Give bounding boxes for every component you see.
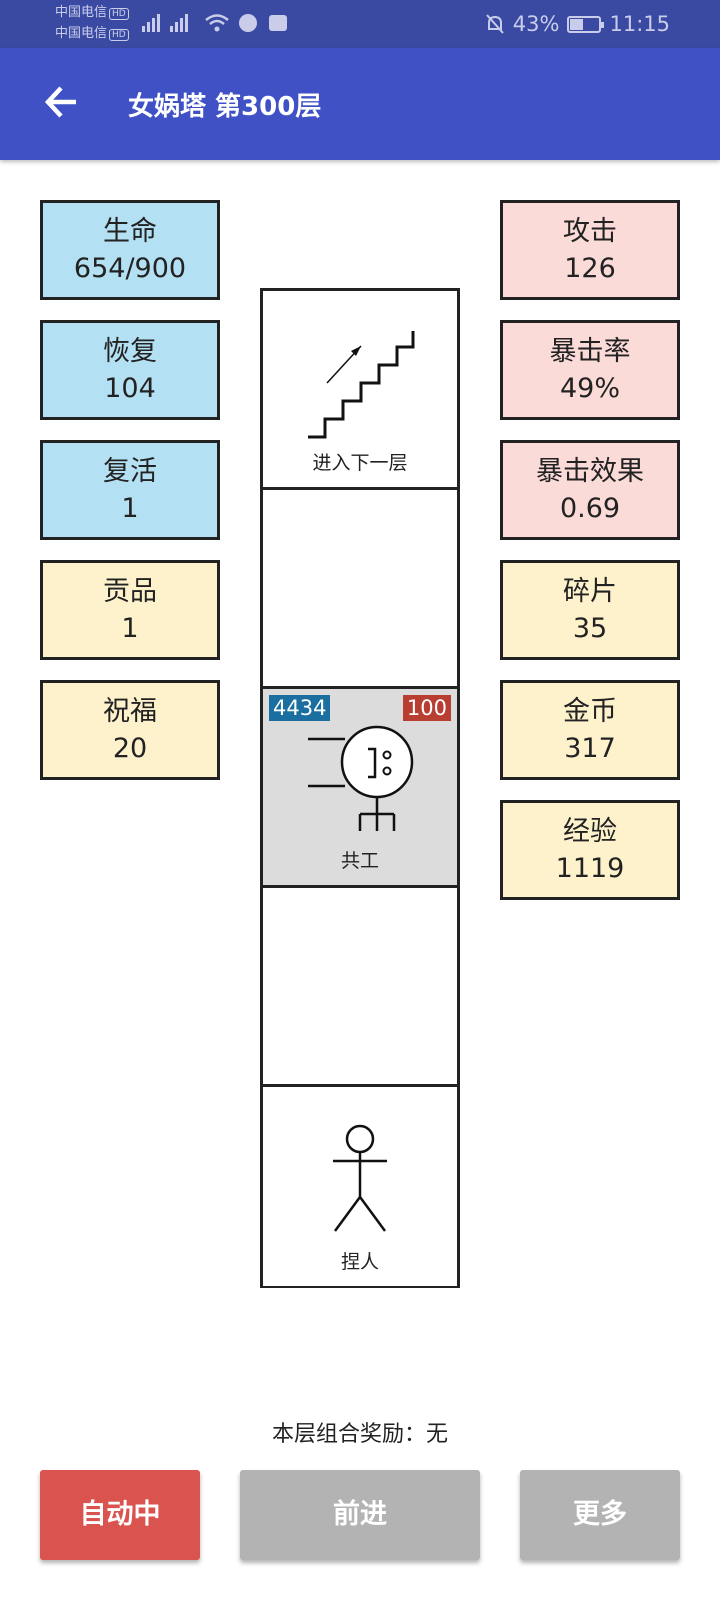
stat-blessing: 祝福 20 (40, 680, 220, 780)
app-icon (239, 14, 258, 32)
stat-value: 1 (121, 493, 139, 524)
app-bar: 女娲塔 第300层 (0, 48, 720, 160)
mute-bell-icon (486, 14, 504, 34)
tower-cell-empty[interactable] (263, 888, 457, 1087)
floor-reward-text: 本层组合奖励：无 (271, 1422, 448, 1447)
carrier-2-name: 中国电信 (55, 26, 108, 41)
stat-regen: 恢复 104 (40, 320, 220, 420)
cell-label: 捏人 (340, 1251, 379, 1273)
clock: 11:15 (609, 12, 670, 36)
stat-crit-rate: 暴击率 49% (500, 320, 680, 420)
stat-value: 654/900 (73, 253, 187, 284)
robot-enemy-icon (308, 725, 414, 831)
stat-fragments: 碎片 35 (500, 560, 680, 660)
stat-attack: 攻击 126 (500, 200, 680, 300)
stat-value: 1119 (555, 853, 625, 884)
tower-grid: 进入下一层 4434 100 共工 捏人 (260, 288, 460, 1288)
tower-cell-enemy[interactable]: 4434 100 共工 (263, 689, 457, 888)
stat-value: 49% (559, 373, 620, 404)
tower-cell-player[interactable]: 捏人 (263, 1087, 457, 1286)
tower-cell-empty[interactable] (263, 490, 457, 689)
tower-cell-stairs[interactable]: 进入下一层 (263, 291, 457, 490)
stat-value: 317 (564, 733, 616, 764)
carrier-1-name: 中国电信 (55, 5, 108, 20)
enemy-hp-badge: 4434 (269, 695, 331, 721)
auto-button[interactable]: 自动中 (40, 1470, 200, 1560)
stat-label: 恢复 (103, 336, 157, 367)
enemy-attack-badge: 100 (402, 695, 451, 721)
battery-percent: 43% (512, 12, 560, 36)
stick-figure-icon (333, 1124, 387, 1232)
cell-label: 共工 (340, 850, 379, 872)
stat-value: 1 (121, 613, 139, 644)
signal-4g-icon (142, 14, 188, 32)
stat-tribute: 贡品 1 (40, 560, 220, 660)
battery-fill (570, 18, 584, 30)
stat-hp: 生命 654/900 (40, 200, 220, 300)
stat-label: 暴击效果 (536, 456, 644, 487)
forward-button[interactable]: 前进 (240, 1470, 480, 1560)
stat-value: 126 (564, 253, 616, 284)
stat-label: 生命 (103, 216, 157, 247)
more-button[interactable]: 更多 (520, 1470, 680, 1560)
stat-label: 攻击 (563, 216, 617, 247)
stat-value: 104 (104, 373, 156, 404)
battery-icon (567, 15, 605, 33)
stat-label: 经验 (563, 816, 617, 847)
stat-crit-effect: 暴击效果 0.69 (500, 440, 680, 540)
stairs-up-icon (308, 331, 415, 439)
stat-label: 贡品 (103, 576, 157, 607)
stat-value: 35 (572, 613, 608, 644)
page-title: 女娲塔 第300层 (128, 92, 322, 122)
arrow-left-icon (44, 86, 76, 118)
wifi-icon (204, 14, 229, 32)
app-icon (269, 15, 288, 31)
signal-icons (140, 12, 289, 39)
stat-label: 暴击率 (549, 336, 631, 367)
stat-label: 金币 (563, 696, 617, 727)
stat-label: 复活 (103, 456, 157, 487)
status-right: 43% 11:15 (485, 12, 670, 36)
stat-value: 0.69 (559, 493, 621, 524)
stat-label: 祝福 (103, 696, 157, 727)
stat-value: 20 (112, 733, 148, 764)
stat-label: 碎片 (563, 576, 617, 607)
stat-gold: 金币 317 (500, 680, 680, 780)
cell-label: 进入下一层 (312, 452, 408, 474)
hd-badge: HD (109, 8, 129, 20)
stat-revive: 复活 1 (40, 440, 220, 540)
stat-experience: 经验 1119 (500, 800, 680, 900)
hd-badge: HD (109, 29, 129, 41)
back-button[interactable] (40, 80, 84, 124)
